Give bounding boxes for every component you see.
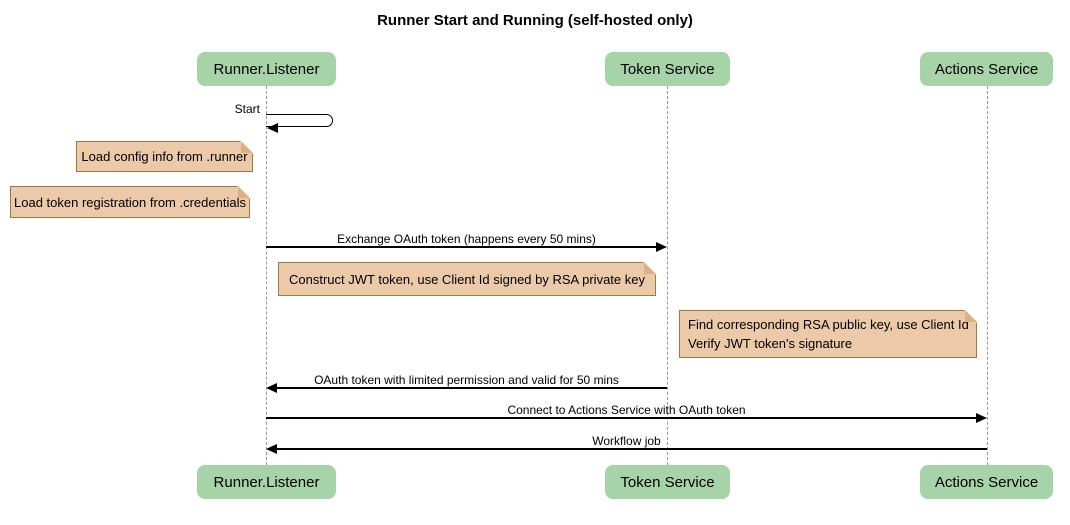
participant-actions-service-top: Actions Service [920, 52, 1053, 86]
lifeline-actions-service [987, 86, 988, 465]
lifeline-token-service [667, 86, 668, 465]
note-construct-jwt: Construct JWT token, use Client Id signe… [278, 262, 656, 296]
message-workflow-job-label: Workflow job [592, 434, 661, 448]
message-exchange-oauth-label: Exchange OAuth token (happens every 50 m… [337, 232, 596, 246]
self-message-arrow [266, 114, 333, 127]
participant-label: Token Service [620, 473, 715, 491]
participant-label: Actions Service [934, 60, 1039, 78]
message-exchange-oauth-line [266, 246, 657, 248]
message-oauth-token-label: OAuth token with limited permission and … [314, 373, 619, 387]
participant-actions-service-bottom: Actions Service [920, 465, 1053, 499]
note-load-config: Load config info from .runner [76, 141, 253, 172]
note-verify-jwt: Find corresponding RSA public key, use C… [679, 310, 977, 358]
message-connect-actions-arrowhead [976, 413, 987, 423]
message-workflow-job-line [277, 448, 987, 450]
participant-token-service-bottom: Token Service [605, 465, 730, 499]
participant-label: Actions Service [934, 473, 1039, 491]
lifeline-runner-listener [266, 86, 267, 465]
message-start-label: Start [234, 102, 260, 116]
note-text-line2: Verify JWT token's signature [688, 336, 853, 351]
message-exchange-oauth-arrowhead [656, 242, 667, 252]
note-text-line1: Find corresponding RSA public key, use C… [688, 317, 969, 332]
note-text: Load token registration from .credential… [14, 194, 246, 210]
note-text: Construct JWT token, use Client Id signe… [289, 271, 645, 287]
participant-label: Runner.Listener [213, 60, 320, 78]
participant-runner-listener-top: Runner.Listener [197, 52, 336, 86]
message-connect-actions-line [266, 417, 976, 419]
participant-label: Token Service [620, 60, 715, 78]
diagram-title: Runner Start and Running (self-hosted on… [377, 12, 693, 29]
note-load-token-registration: Load token registration from .credential… [10, 186, 250, 218]
message-oauth-token-line [277, 387, 667, 389]
note-text: Load config info from .runner [81, 149, 248, 164]
participant-runner-listener-bottom: Runner.Listener [197, 465, 336, 499]
message-connect-actions-label: Connect to Actions Service with OAuth to… [507, 403, 746, 417]
self-message-arrowhead [267, 123, 278, 133]
participant-label: Runner.Listener [213, 473, 320, 491]
participant-token-service-top: Token Service [605, 52, 730, 86]
message-oauth-token-arrowhead [266, 383, 277, 393]
message-workflow-job-arrowhead [266, 444, 277, 454]
